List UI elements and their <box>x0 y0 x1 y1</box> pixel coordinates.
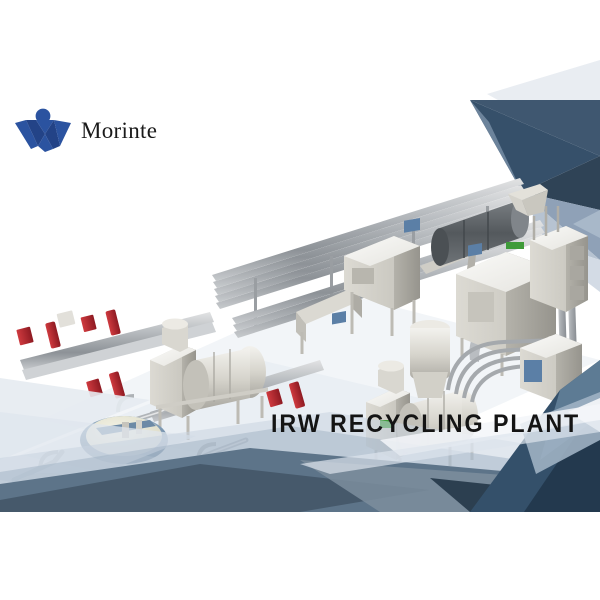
decor-polygons-bottom <box>0 360 600 512</box>
frame-cabinet-right <box>530 206 588 312</box>
marketing-banner: Morinte IRW RECYCLING PLANT <box>0 60 600 512</box>
red-valve-station <box>80 309 121 336</box>
heat-exchanger-right <box>446 334 582 403</box>
rotary-separator-left <box>150 318 268 440</box>
red-valve-station <box>266 381 305 409</box>
brand-name: Morinte <box>81 117 158 143</box>
control-cabinets <box>332 217 482 325</box>
brand-logo-block: Morinte <box>14 108 157 152</box>
green-indicator <box>506 242 524 249</box>
red-valve-station <box>16 310 76 349</box>
silo-center <box>410 320 450 398</box>
morinte-w-logo-icon <box>14 108 72 152</box>
page-title: IRW RECYCLING PLANT <box>271 410 581 438</box>
rotary-kiln <box>431 184 548 266</box>
separator-box-center <box>344 236 420 336</box>
